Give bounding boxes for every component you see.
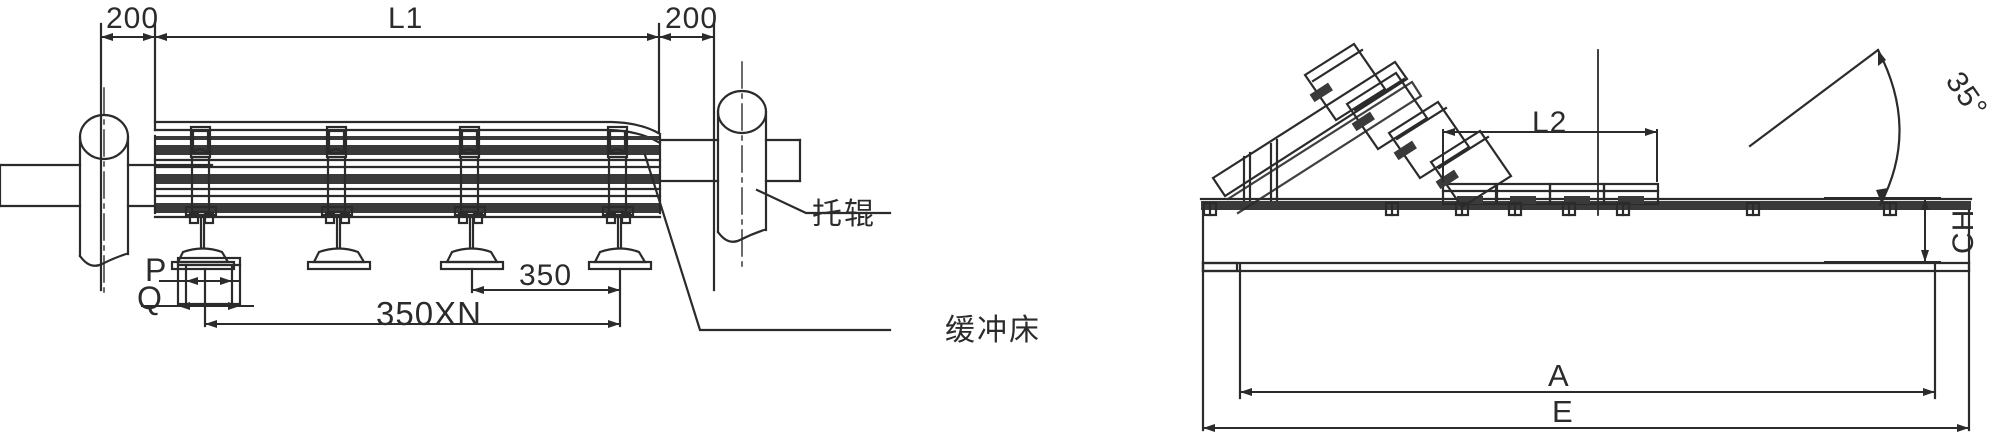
dim-label-350: 350 xyxy=(519,259,573,292)
dim-label-CH: CH xyxy=(1947,208,1980,254)
inclined-impact-bar xyxy=(1303,42,1387,122)
dim-label-P: P xyxy=(145,252,168,288)
center-impact-bar xyxy=(1602,182,1660,206)
dim-label-E: E xyxy=(1552,394,1574,429)
dim-line-L1 xyxy=(154,33,660,41)
dim-line-200-left xyxy=(100,33,156,41)
dim-label-A: A xyxy=(1548,358,1570,393)
base-foot-clip xyxy=(1202,201,1218,217)
center-impact-bar-group xyxy=(1441,182,1660,206)
right-lower-witness-lines xyxy=(1201,263,1971,432)
dim-line-L2 xyxy=(1442,128,1658,182)
dim-line-CH xyxy=(1824,197,1941,263)
dim-label-L2: L2 xyxy=(1532,106,1568,139)
right-pulley-shaft xyxy=(658,89,802,243)
base-foot-clip xyxy=(1507,201,1523,217)
impact-bar-hanger xyxy=(306,125,372,271)
dim-label-Q: Q xyxy=(137,280,163,316)
impact-bar-hanger xyxy=(170,125,236,271)
impact-bar-hanger-group xyxy=(170,125,653,271)
base-foot-clip xyxy=(1745,201,1761,217)
callout-label-idler: 托辊 xyxy=(812,197,876,232)
base-foot-clip xyxy=(1561,201,1577,217)
dim-line-P xyxy=(159,277,241,285)
dim-line-A xyxy=(1239,388,1936,396)
inclined-impact-bar xyxy=(1345,71,1429,151)
dim-line-350xn xyxy=(204,320,621,328)
right-frame-base xyxy=(1199,197,1973,273)
dim-label-200-right: 200 xyxy=(665,2,719,35)
left-lower-witness-lines xyxy=(203,267,622,328)
base-foot-clip-group xyxy=(1202,201,1898,217)
base-foot-clip xyxy=(1882,201,1898,217)
leader-idler xyxy=(755,188,892,215)
leader-impact-bed xyxy=(643,153,892,332)
impact-bar-hanger xyxy=(587,125,653,271)
dim-label-L1: L1 xyxy=(388,2,424,35)
left-pulley-shaft xyxy=(0,113,214,267)
inclined-impact-bar xyxy=(1387,100,1471,180)
inclined-impact-bar xyxy=(1429,129,1513,209)
base-foot-clip xyxy=(1454,201,1470,217)
dim-label-350xn: 350XN xyxy=(376,295,482,332)
inclined-wing-left xyxy=(1211,42,1513,215)
impact-bed-bar-stack xyxy=(153,134,662,219)
base-foot-clip xyxy=(1384,201,1400,217)
dim-label-200-left: 200 xyxy=(106,2,160,35)
left-witness-lines xyxy=(99,22,716,292)
dim-line-200-right xyxy=(658,33,715,41)
base-foot-clip xyxy=(1615,201,1631,217)
callout-label-impact-bed: 缓冲床 xyxy=(945,313,1041,348)
dim-line-E xyxy=(1202,424,1970,432)
impact-bar-hanger xyxy=(439,125,505,271)
dim-line-Q xyxy=(141,302,254,310)
dim-line-350 xyxy=(471,286,621,294)
angle-arc-35 xyxy=(1748,48,1901,207)
